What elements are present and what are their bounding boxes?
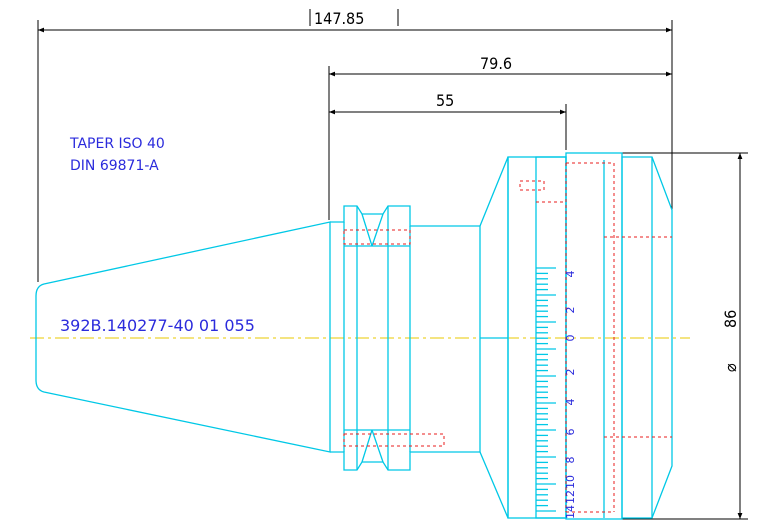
taper-shank <box>35 221 331 453</box>
dimension-value-79: 79.6 <box>480 54 512 73</box>
diameter-symbol: ⌀ <box>721 363 740 372</box>
taper-note-line2: DIN 69871-A <box>70 158 159 174</box>
scale-label: 12 <box>564 490 577 504</box>
scale-label: 10 <box>564 475 577 489</box>
dimension-diameter: 86 ⌀ <box>622 152 748 520</box>
scale-label: 2 <box>564 307 577 314</box>
dimension-value-overall: 147.85 <box>314 9 364 28</box>
scale-label: 4 <box>564 271 577 278</box>
head-body <box>479 152 673 520</box>
dimension-79: 79.6 <box>328 54 672 220</box>
scale-ticks <box>536 267 556 512</box>
dimension-value-diameter: 86 <box>721 310 740 328</box>
part-number: 392B.140277-40 01 055 <box>60 316 255 335</box>
flange <box>330 205 481 471</box>
scale-label: 6 <box>564 429 577 436</box>
hidden-lines <box>343 162 672 513</box>
scale-label: 4 <box>564 399 577 406</box>
dimension-value-55: 55 <box>436 91 454 110</box>
scale-label: 2 <box>564 369 577 376</box>
scale-label: 0 <box>564 335 577 342</box>
dimension-overall-length: 147.85 <box>37 8 673 282</box>
scale-label: 8 <box>564 457 577 464</box>
taper-note-line1: TAPER ISO 40 <box>69 136 165 152</box>
dimension-55: 55 <box>329 91 567 150</box>
scale-label: 14 <box>564 505 577 519</box>
